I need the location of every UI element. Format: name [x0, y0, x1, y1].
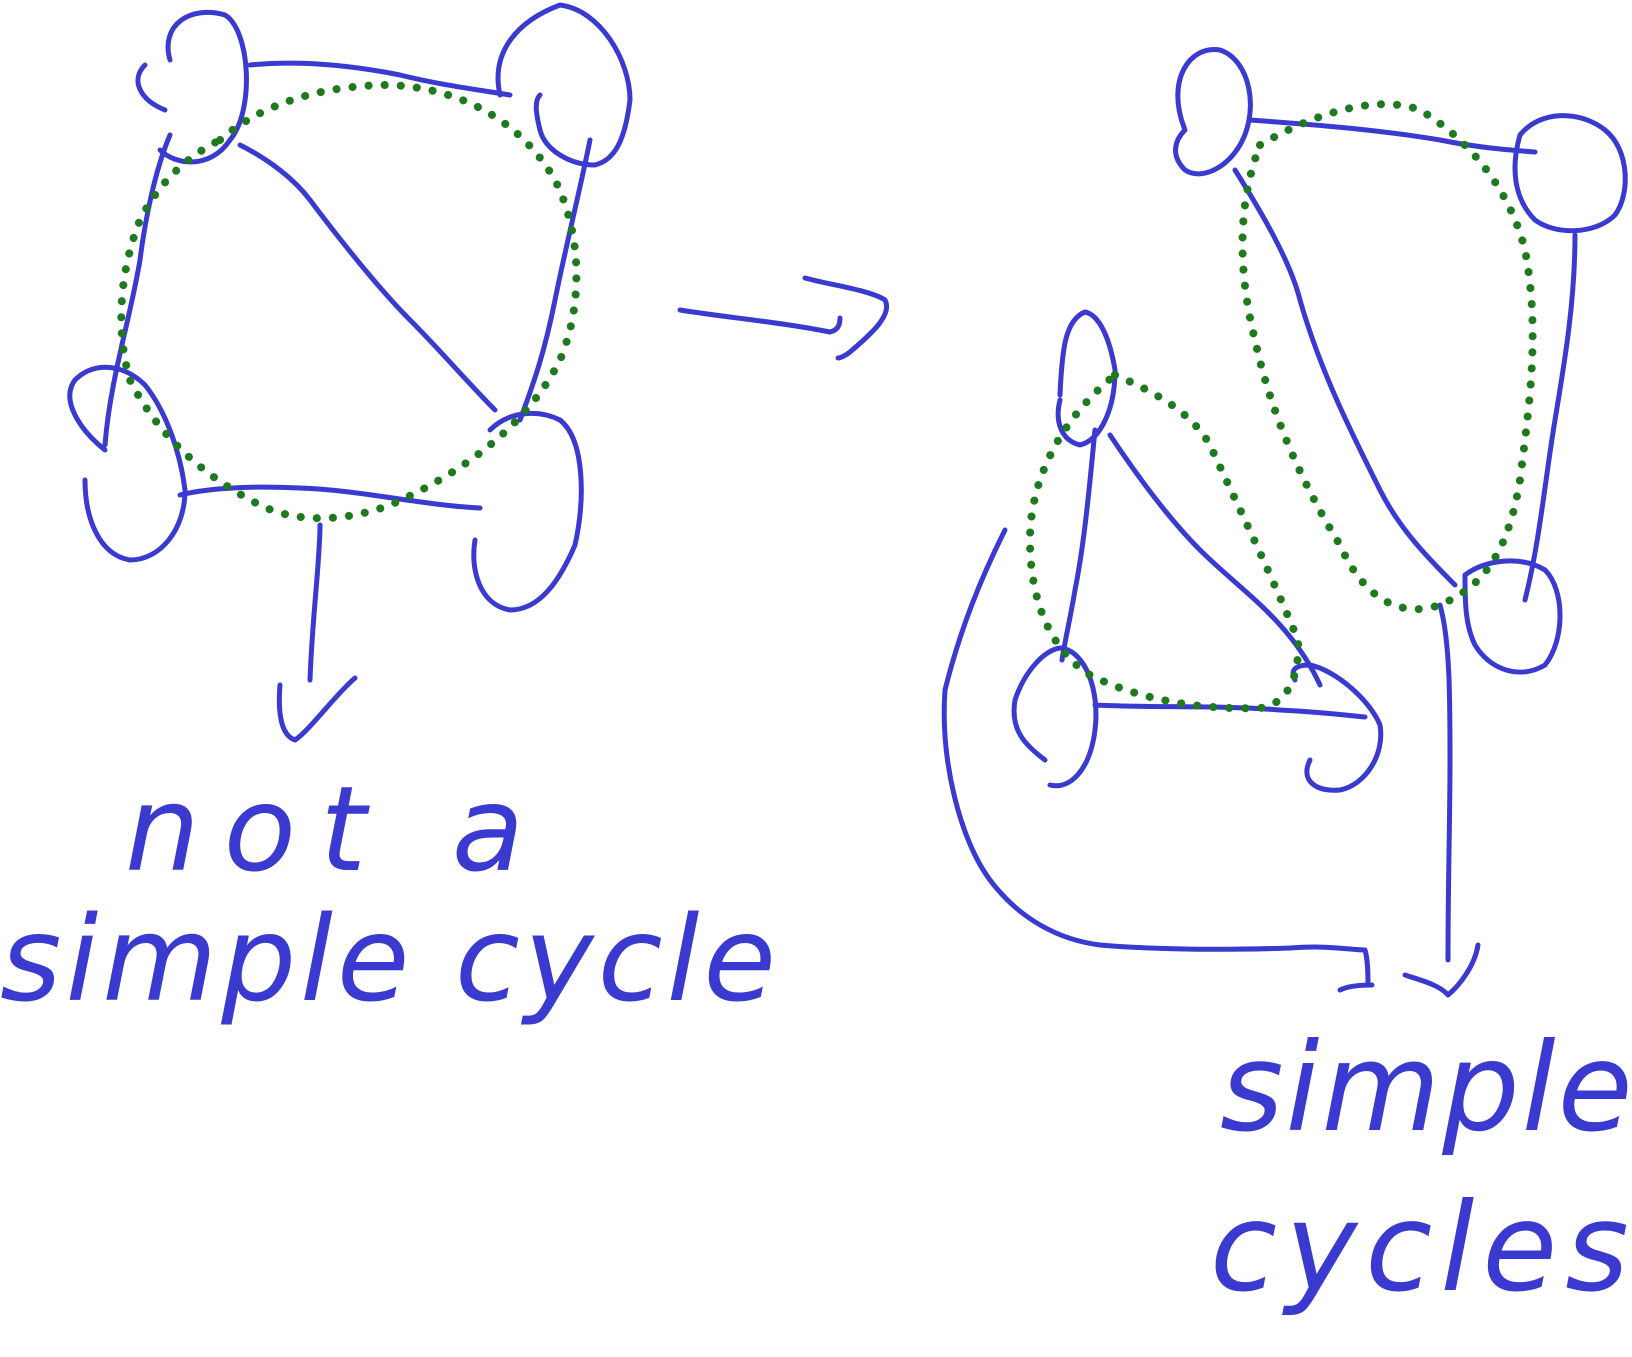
left-dotted-cycle	[117, 81, 581, 523]
right-vertex-bottom-mid	[1290, 662, 1384, 793]
left-graph	[67, 2, 633, 613]
left-edge-bottom	[177, 484, 483, 511]
right-vertex-bottom-left	[1011, 645, 1099, 789]
left-edge-left	[102, 132, 173, 448]
left-vertex-bottom-left	[67, 364, 188, 563]
left-edge-diagonal	[237, 142, 498, 413]
transform-arrow-shaft	[677, 307, 843, 335]
right-edge-triangle-bottom	[1092, 702, 1368, 720]
right-dotted-cycle-large	[1238, 100, 1537, 614]
right-vertex-top-right	[1512, 113, 1628, 234]
right-graph	[1011, 47, 1628, 963]
left-arrow-head	[276, 675, 358, 743]
left-edge-top	[247, 60, 513, 98]
right-edge-top	[1247, 117, 1538, 155]
right-vertex-top-left	[1173, 47, 1253, 177]
right-vertex-mid-left	[1055, 309, 1118, 448]
left-arrow-shaft	[307, 522, 323, 683]
left-vertex-bottom-right	[471, 410, 584, 613]
left-label-line2: simple cycle	[0, 890, 780, 1028]
right-vertex-bottom-right	[1462, 558, 1563, 675]
right-edge-bottom-right-down	[1437, 602, 1453, 963]
transform-arrow	[677, 275, 890, 361]
right-edge-triangle-left	[1059, 427, 1098, 663]
left-vertex-top-left	[157, 9, 249, 165]
right-edge-right	[1522, 232, 1578, 603]
right-edge-diagonal	[1232, 167, 1458, 588]
left-vertex-top-left-tail	[135, 62, 168, 113]
right-dotted-cycle-small	[1026, 371, 1303, 713]
left-vertex-top-right	[495, 2, 633, 168]
left-label: not a simple cycle	[0, 760, 780, 1028]
right-curve-from-bottom-left	[941, 527, 1371, 988]
right-arrow-head-right	[1402, 942, 1481, 998]
right-arrows	[941, 527, 1481, 998]
right-label-line2: cycles	[1210, 1177, 1632, 1319]
right-label: simple cycles	[1210, 1017, 1632, 1319]
right-label-line1: simple	[1220, 1017, 1632, 1159]
left-label-line1: not a	[125, 760, 548, 898]
transform-arrow-head	[802, 275, 890, 361]
left-arrow	[276, 522, 358, 743]
right-edge-triangle-diagonal	[1107, 432, 1323, 688]
left-edge-right	[517, 137, 593, 423]
right-arrow-head-left	[1337, 982, 1375, 993]
